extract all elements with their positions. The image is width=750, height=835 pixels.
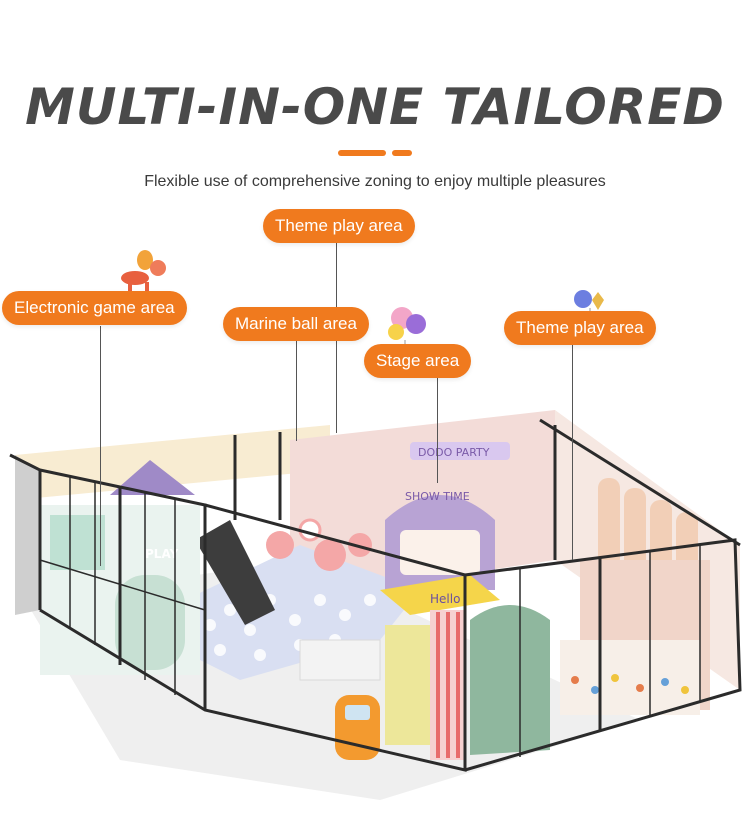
left-wall-edge <box>15 455 40 615</box>
arcade-roof <box>110 460 195 495</box>
glass-frame <box>9 418 742 772</box>
right-ball-pit <box>560 640 700 715</box>
leader-theme-play-right <box>572 345 573 560</box>
leader-electronic-game <box>100 326 101 566</box>
yellow-shelf <box>385 625 430 745</box>
glass-mullions <box>39 476 701 757</box>
leader-marine-ball <box>296 341 297 441</box>
label-stage: Stage area <box>364 344 472 378</box>
show-time-sign: SHOW TIME <box>405 490 470 503</box>
title-underline-long <box>338 150 386 156</box>
banner-text: DODO PARTY <box>418 446 490 459</box>
title-underline-short <box>392 150 412 156</box>
leader-stage <box>437 378 438 483</box>
stage-mat <box>380 575 500 615</box>
slide <box>195 520 275 625</box>
play-sign: PLAY <box>145 547 179 561</box>
colored-balls <box>571 674 689 694</box>
page-title: MULTI-IN-ONE TAILORED <box>25 78 725 136</box>
pillar-stripes <box>436 612 460 758</box>
hello-mat-text: Hello <box>430 592 460 606</box>
label-theme-play-top: Theme play area <box>263 209 415 243</box>
balloon-pair-icon <box>574 290 604 318</box>
white-fence <box>299 639 381 681</box>
balls <box>204 594 376 661</box>
green-door-panel <box>470 605 550 755</box>
page-subtitle: Flexible use of comprehensive zoning to … <box>144 173 606 190</box>
label-electronic-game: Electronic game area <box>2 291 187 325</box>
label-marine-ball: Marine ball area <box>223 307 369 341</box>
label-theme-play-right: Theme play area <box>504 311 656 345</box>
dodo-party-banner <box>410 442 510 460</box>
balloon-animal-icon <box>121 250 166 292</box>
arcade-machine <box>50 515 105 570</box>
